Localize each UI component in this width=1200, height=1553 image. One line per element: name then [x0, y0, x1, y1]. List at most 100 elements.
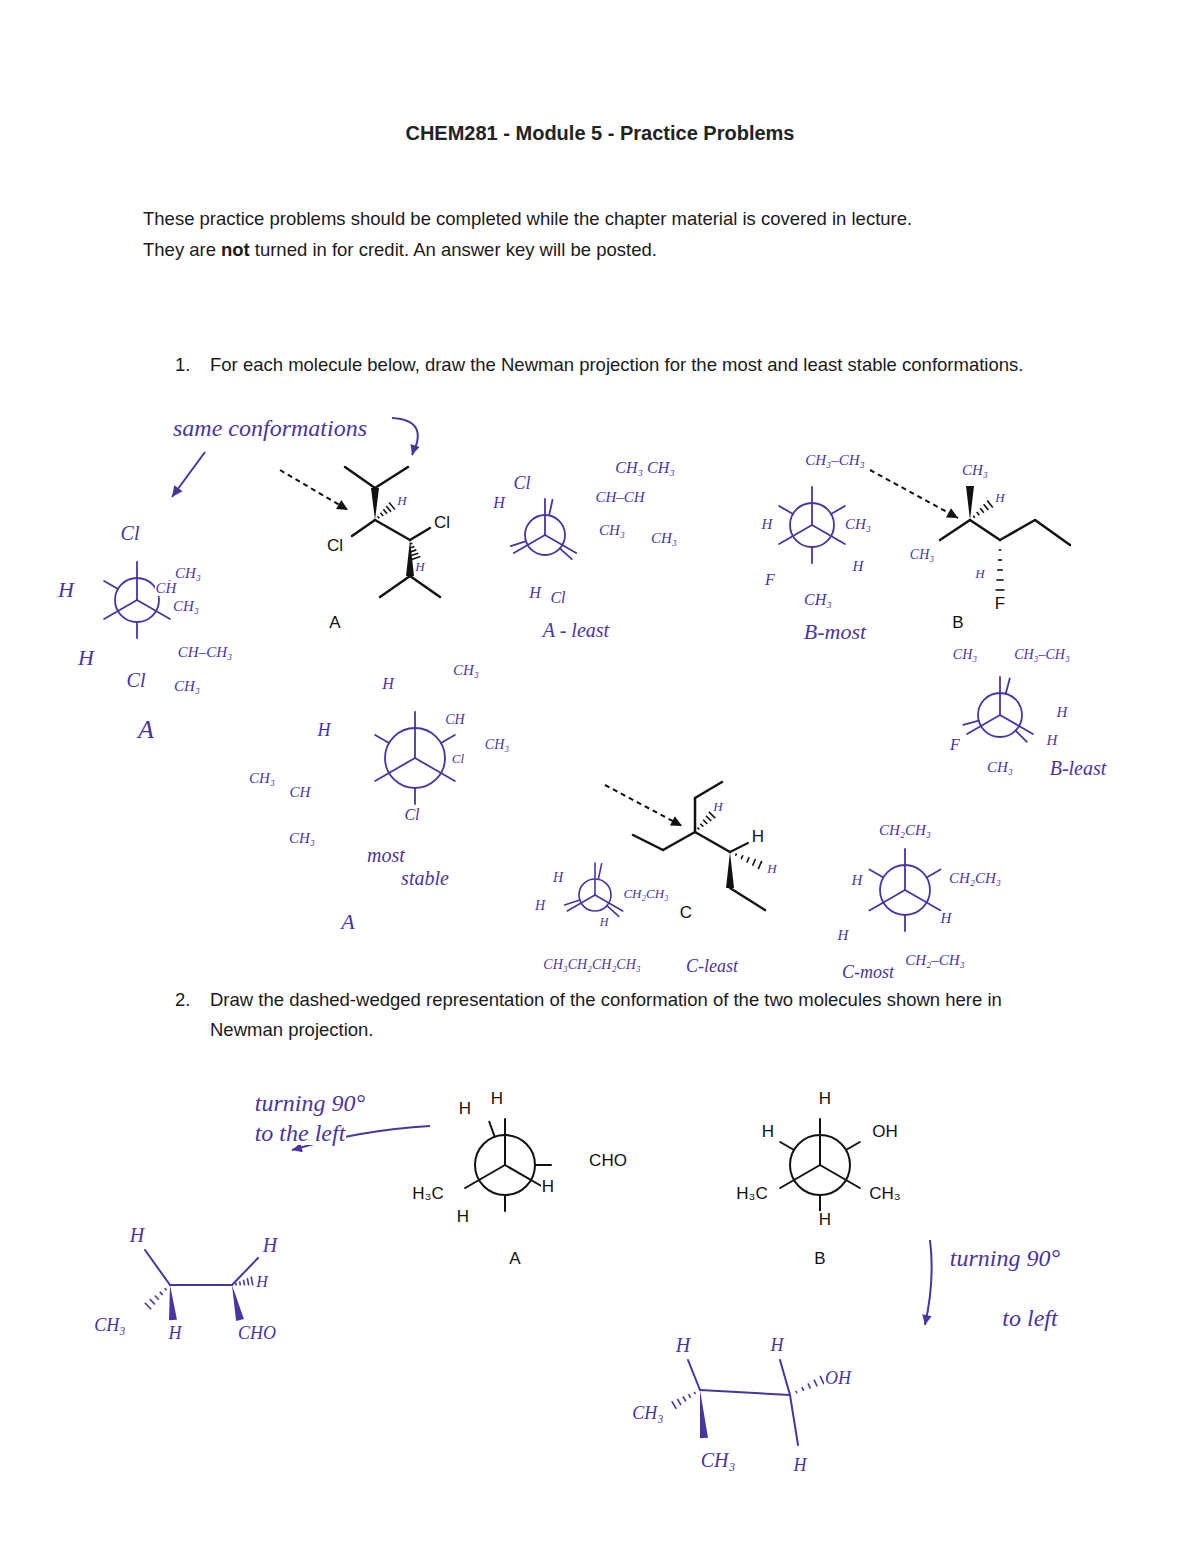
bond-line [820, 1165, 860, 1188]
hash-bond [239, 1281, 241, 1285]
bond-line [1035, 520, 1070, 545]
handwritten-note: H [381, 676, 395, 692]
bond-line [375, 467, 408, 488]
handwritten-note: H [761, 517, 774, 532]
bond-line [940, 520, 970, 540]
bond-line [869, 870, 883, 878]
bond-line [819, 1119, 821, 1165]
handwritten-note: B-least [1049, 758, 1108, 778]
handwritten-note: Cl [512, 474, 531, 492]
handwritten-note: H [766, 862, 777, 875]
handwritten-note: H [77, 647, 95, 669]
handwritten-note: CH₂CH₃ [622, 887, 669, 900]
hash-bond [999, 549, 1002, 551]
handwritten-note: H [168, 1324, 183, 1342]
bond-line [544, 499, 546, 535]
handwritten-note: CH₂CH₃ [878, 823, 932, 838]
instruction-text: These practice problems should be comple… [143, 204, 912, 234]
bond-line [700, 1390, 790, 1395]
bond-line [594, 863, 596, 895]
bond-line [967, 715, 1000, 734]
hash-bond [741, 855, 743, 859]
wedge-bond [371, 488, 379, 520]
handwritten-note: CH₃ [803, 592, 833, 608]
handwritten-note: H [599, 916, 610, 928]
hash-bond [389, 503, 395, 510]
handwritten-note: CH₃ [986, 760, 1014, 775]
handwritten-note: CH₂–CH₃ [904, 953, 966, 968]
handwritten-note: H [837, 928, 850, 943]
instruction-text: For each molecule below, draw the Newman… [210, 350, 1040, 380]
bond-line [504, 1119, 506, 1165]
handwritten-note: A - least [542, 620, 610, 640]
handwritten-note: CH₃ [961, 463, 989, 478]
bond-line [505, 1165, 545, 1188]
handwritten-note: CH₃ [452, 663, 480, 678]
atom-label: OH [871, 1123, 899, 1140]
bond-line [1000, 520, 1035, 540]
atom-label: B [951, 614, 964, 631]
handwritten-note: CH₃ [631, 1404, 664, 1422]
bond-line [963, 721, 978, 725]
bond-line [811, 547, 813, 563]
handwritten-note: H [492, 495, 506, 511]
handwritten-note: Cl [451, 752, 465, 765]
bond-line [927, 870, 941, 878]
handwritten-note: to the left [254, 1121, 347, 1145]
bond-line [410, 528, 430, 540]
pointer-arrow [280, 470, 348, 510]
bond-line [779, 506, 793, 514]
handwritten-note: H [1046, 733, 1059, 748]
handwritten-note: CH₃–CH₃ [1013, 648, 1071, 662]
instruction-text: turned in for credit. An answer key will… [255, 235, 657, 265]
bond-line [695, 782, 722, 798]
handwritten-note: H [770, 1336, 785, 1354]
hash-bond [380, 513, 383, 516]
instruction-text: Draw the dashed-wedged representation of… [210, 985, 1040, 1045]
bond-line [779, 525, 812, 544]
handwritten-note: Cl [126, 670, 147, 690]
pointer-arrow [870, 470, 958, 518]
bond-line [414, 712, 416, 758]
handwritten-note: A [340, 911, 355, 933]
bond-line [607, 906, 619, 917]
hash-bond [165, 1288, 167, 1290]
bond-line [831, 506, 845, 514]
handwritten-note: CH [155, 581, 178, 596]
handwritten-note: CH₃ [952, 648, 978, 662]
atom-label: C [679, 904, 693, 921]
bond-line [145, 1250, 170, 1285]
handwritten-note: Cl [120, 523, 141, 543]
handwritten-note: turning 90° [254, 1091, 366, 1115]
atom-label: A [328, 614, 341, 631]
pointer-arrow [172, 452, 205, 497]
handwritten-note: H [552, 871, 564, 885]
bond-line [811, 487, 813, 525]
atom-label: F [994, 595, 1006, 612]
hash-bond [980, 508, 984, 513]
arrow-head [670, 816, 682, 826]
hash-bond [802, 1387, 804, 1391]
wedge-bond [966, 486, 974, 520]
arrow-head [946, 508, 958, 518]
hash-bond [987, 500, 993, 507]
bond-line [819, 1195, 821, 1211]
handwritten-note: H [852, 559, 865, 574]
bond-line [410, 576, 440, 597]
bond-line [136, 622, 138, 638]
bond-line [375, 758, 415, 781]
handwritten-note: H [940, 911, 953, 926]
bond-line [730, 888, 765, 910]
handwritten-note: Cl [549, 590, 566, 606]
bond-line [633, 835, 663, 850]
bond-line [170, 1284, 232, 1286]
bond-line [535, 1164, 551, 1166]
hash-bond [758, 861, 762, 869]
bond-line [441, 735, 455, 743]
handwritten-note: stable [400, 868, 450, 888]
handwritten-note: B-most [803, 621, 867, 643]
hash-bond [145, 1303, 151, 1310]
hash-bond [150, 1299, 155, 1304]
atom-label: H [751, 828, 765, 845]
bond-line [780, 1142, 794, 1150]
